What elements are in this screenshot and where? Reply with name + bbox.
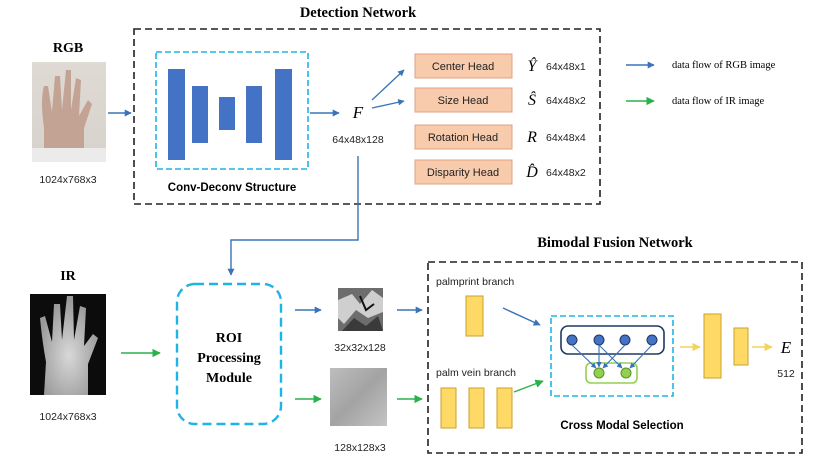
palmvein-branch-blocks xyxy=(440,387,513,429)
center-head-size: 64x48x1 xyxy=(546,61,586,73)
cms-node-blue-2 xyxy=(593,334,605,346)
deconv-layer-1 xyxy=(246,86,262,143)
conv-layer-3 xyxy=(219,97,235,130)
arrow-palmprint-to-cms xyxy=(502,307,541,326)
roi-module-box xyxy=(175,282,283,426)
center-head-label: Center Head xyxy=(432,61,494,73)
palmvein-block-3 xyxy=(496,387,513,429)
arrow-feature-to-size-head xyxy=(371,99,405,109)
disparity-head-symbol: D̂ xyxy=(525,162,538,181)
palmvein-block-2 xyxy=(468,387,485,429)
cms-node-green-2 xyxy=(620,367,632,379)
legend-ir-label: data flow of IR image xyxy=(672,96,764,107)
rotation-head-symbol: R xyxy=(526,129,537,146)
palmprint-size: 32x32x128 xyxy=(334,342,386,354)
detection-network-title: Detection Network xyxy=(300,5,417,21)
legend-rgb-label: data flow of RGB image xyxy=(672,60,776,71)
palmprint-branch-block xyxy=(465,295,484,337)
fusion-network-title: Bimodal Fusion Network xyxy=(537,235,693,251)
rgb-hand-image xyxy=(32,62,106,162)
conv-deconv-label: Conv-Deconv Structure xyxy=(168,182,296,194)
feature-symbol: F xyxy=(352,103,364,122)
cms-blue-nodes xyxy=(566,334,658,346)
head-row-rotation: Rotation Head R 64x48x4 xyxy=(414,124,586,150)
ir-label: IR xyxy=(60,269,76,284)
palmprint-patch-image xyxy=(338,288,383,331)
roi-module-line-3: Module xyxy=(206,371,252,386)
fusion-network-box xyxy=(427,261,803,454)
head-row-disparity: Disparity Head D̂ 64x48x2 xyxy=(414,159,586,185)
deconv-layer-2 xyxy=(275,69,292,160)
cms-green-nodes xyxy=(593,367,632,379)
size-head-symbol: Ŝ xyxy=(528,90,536,109)
rotation-head-size: 64x48x4 xyxy=(546,132,586,144)
cms-connections xyxy=(571,344,653,369)
output-symbol: E xyxy=(780,338,792,357)
center-head-symbol: Ŷ xyxy=(528,56,539,75)
conv-layer-2 xyxy=(192,86,208,143)
cms-box xyxy=(550,315,674,397)
size-head-size: 64x48x2 xyxy=(546,95,586,107)
size-head-box xyxy=(414,87,513,113)
conv-deconv-box xyxy=(155,51,309,170)
palmvein-patch-image xyxy=(330,368,387,426)
legend: data flow of RGB image data flow of IR i… xyxy=(626,60,776,107)
cms-node-blue-1 xyxy=(566,334,578,346)
palmprint-branch-label: palmprint branch xyxy=(436,276,514,288)
palmvein-branch-label: palm vein branch xyxy=(436,367,516,379)
rgb-size: 1024x768x3 xyxy=(39,174,96,186)
rgb-label: RGB xyxy=(53,41,83,56)
cms-node-green-1 xyxy=(593,367,605,379)
roi-module-line-2: Processing xyxy=(197,351,261,366)
feature-size: 64x48x128 xyxy=(332,134,384,146)
rotation-head-box xyxy=(414,124,513,150)
ir-size: 1024x768x3 xyxy=(39,411,96,423)
ir-hand-image xyxy=(30,294,106,395)
cms-node-blue-3 xyxy=(619,334,631,346)
cms-node-blue-4 xyxy=(646,334,658,346)
cms-label: Cross Modal Selection xyxy=(560,420,683,432)
center-head-box xyxy=(414,53,513,79)
disparity-head-box xyxy=(414,159,513,185)
fusion-fc-block-1 xyxy=(703,313,722,379)
head-row-center: Center Head Ŷ 64x48x1 xyxy=(414,53,586,79)
fusion-fc-block-2 xyxy=(733,327,749,366)
detection-network-box xyxy=(133,28,601,205)
cms-top-layer xyxy=(560,325,665,355)
disparity-head-size: 64x48x2 xyxy=(546,167,586,179)
arrow-feature-to-roi xyxy=(227,156,359,276)
conv-deconv-layers xyxy=(168,69,292,160)
conv-layer-1 xyxy=(168,69,185,160)
roi-module-line-1: ROI xyxy=(216,331,242,346)
arrow-feature-to-center-head xyxy=(371,69,405,101)
palmvein-size: 128x128x3 xyxy=(334,442,386,454)
arrow-palmvein-to-cms xyxy=(513,379,544,393)
cms-bottom-layer xyxy=(585,362,638,384)
head-row-size: Size Head Ŝ 64x48x2 xyxy=(414,87,586,113)
disparity-head-label: Disparity Head xyxy=(427,167,499,179)
size-head-label: Size Head xyxy=(438,95,489,107)
rotation-head-label: Rotation Head xyxy=(428,132,498,144)
output-size: 512 xyxy=(777,368,795,380)
palmvein-block-1 xyxy=(440,387,457,429)
